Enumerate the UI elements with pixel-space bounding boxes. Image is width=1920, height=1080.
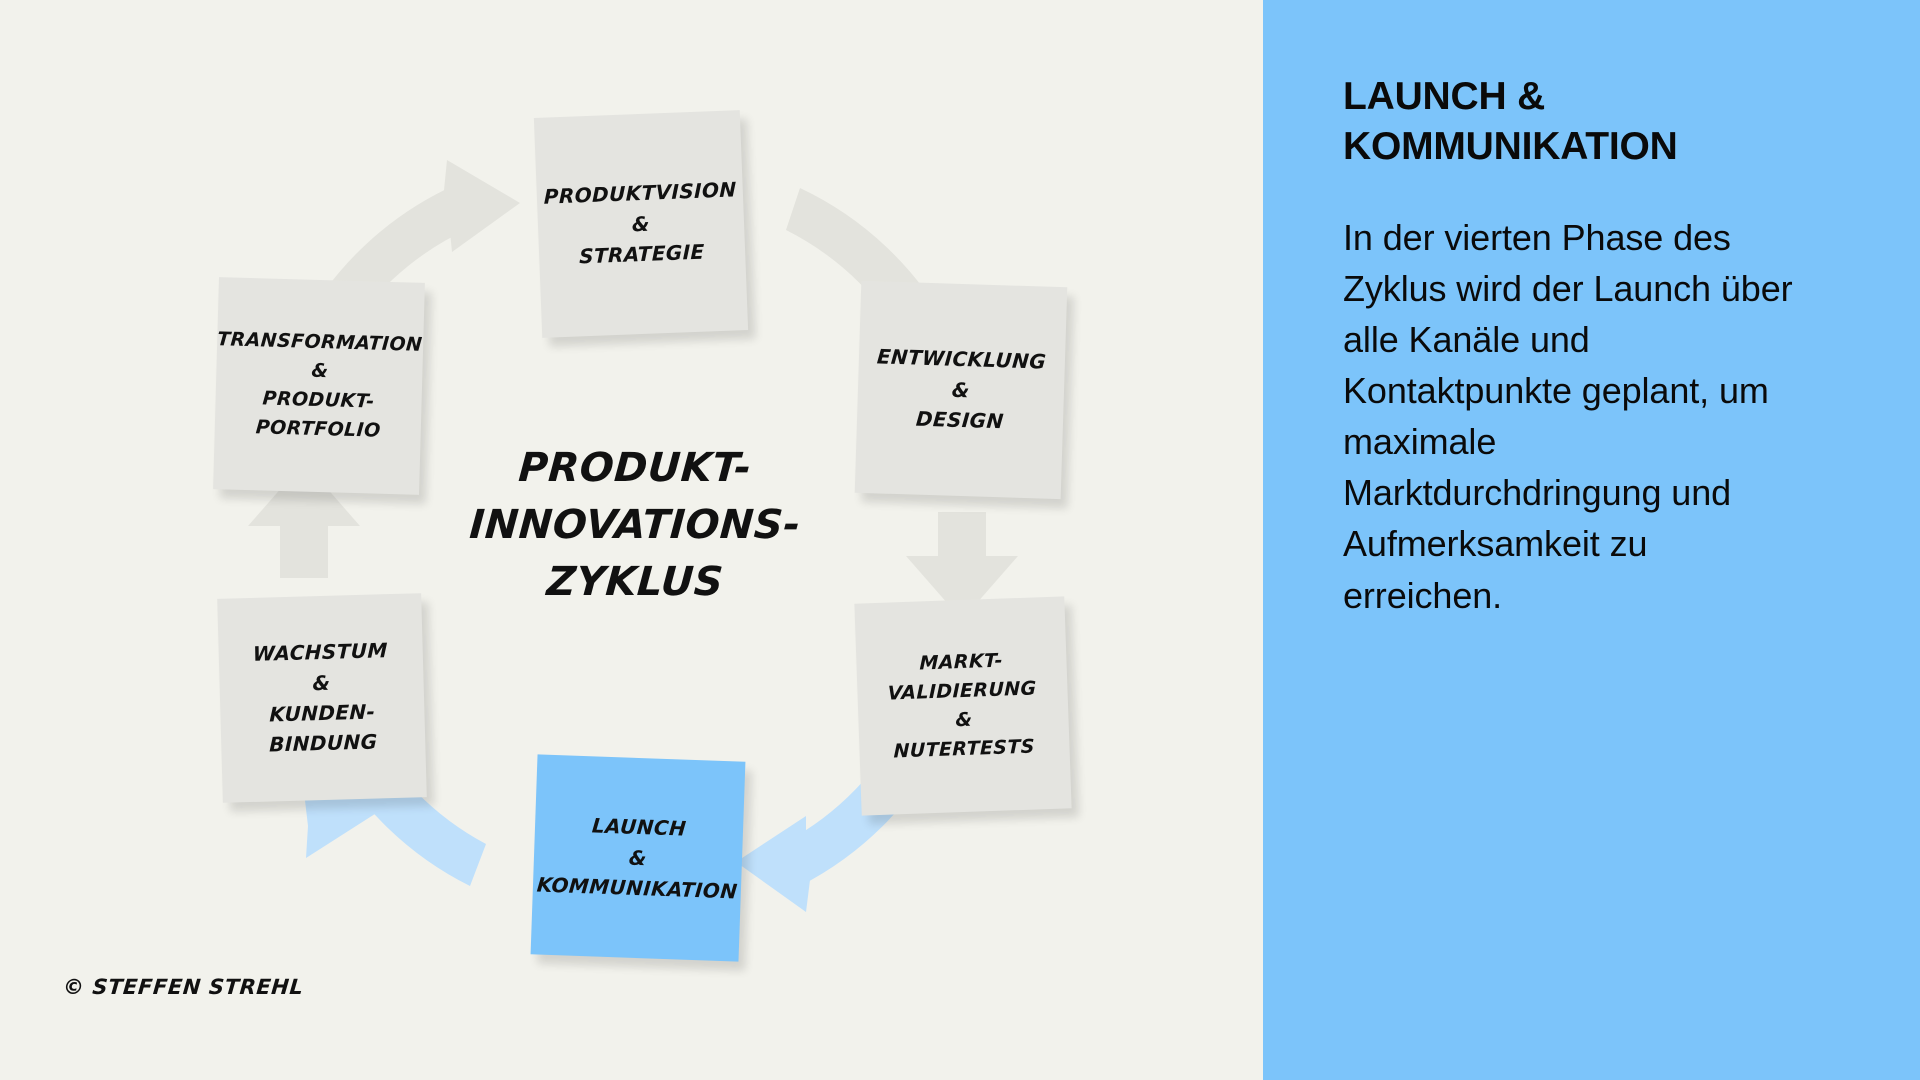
diagram-panel: PRODUKTVISION & STRATEGIE ENTWICKLUNG & … [61,110,1072,999]
cycle-title-line: ZYKLUS [545,558,725,605]
box-line: & [951,377,971,403]
box-line: NUTERTESTS [893,735,1036,763]
cycle-title-line: INNOVATIONS- [467,501,803,548]
box-line: WACHSTUM [252,638,389,667]
box-line: DESIGN [915,406,1005,434]
cycle-box-entwicklung[interactable]: ENTWICKLUNG & DESIGN [854,280,1068,500]
copyright-credit: © STEFFEN STREHL [61,975,305,999]
box-line: & [954,708,973,732]
cycle-box-marktvalidierung[interactable]: MARKT- VALIDIERUNG & NUTERTESTS [854,596,1072,816]
info-panel: LAUNCH & KOMMUNIKATION In der vierten Ph… [1263,0,1920,1080]
box-line: PORTFOLIO [254,416,382,442]
cycle-arrow-ring [248,160,1018,912]
cycle-box-launch[interactable]: LAUNCH & KOMMUNIKATION [530,754,746,962]
box-line: KOMMUNIKATION [535,872,739,904]
info-panel-title: LAUNCH & KOMMUNIKATION [1343,75,1678,168]
cycle-title-line: PRODUKT- [517,445,754,491]
box-line: TRANSFORMATION [216,328,424,357]
box-line: & [631,211,651,237]
box-line: & [312,670,331,695]
box-line: ENTWICKLUNG [876,344,1048,375]
box-line: PRODUKTVISION [543,177,737,210]
box-line: VALIDIERUNG [887,677,1038,705]
cycle-box-produktvision[interactable]: PRODUKTVISION & STRATEGIE [533,110,749,338]
box-line: BINDUNG [268,729,378,757]
box-line: & [310,359,329,383]
box-line: LAUNCH [590,813,688,842]
box-line: & [628,845,648,871]
cycle-box-transformation[interactable]: TRANSFORMATION & PRODUKT- PORTFOLIO [213,277,425,495]
box-line: STRATEGIE [579,239,706,269]
arrow-entwicklung-to-marktvalidierung [906,512,1018,620]
info-panel-body: In der vierten Phase des Zyklus wird der… [1343,216,1793,616]
box-line: PRODUKT- [261,387,376,413]
arrow-wachstum-to-transformation [248,462,360,578]
cycle-box-wachstum[interactable]: WACHSTUM & KUNDEN- BINDUNG [217,593,427,803]
cycle-center-title: PRODUKT- INNOVATIONS- ZYKLUS [455,440,815,610]
box-line: MARKT- [919,649,1004,675]
box-line: KUNDEN- [269,699,376,727]
